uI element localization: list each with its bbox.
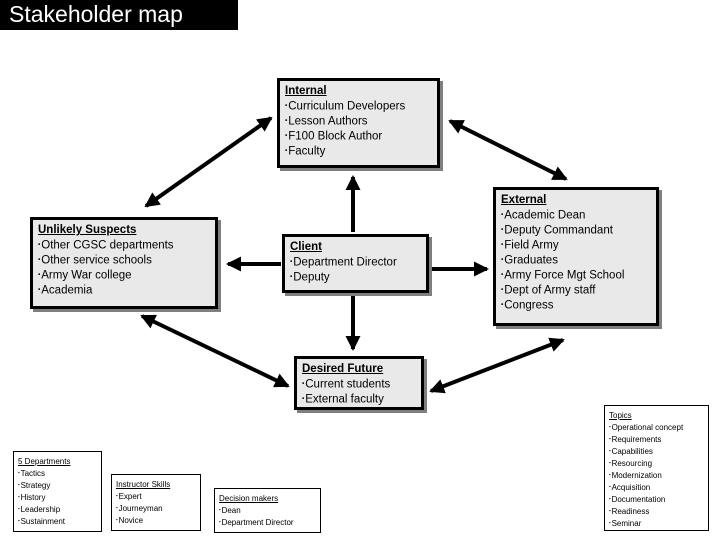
unlikely-suspects-box-title: Unlikely Suspects (38, 224, 137, 236)
bullet-item: Strategy (18, 479, 97, 491)
bullet-item: Other CGSC departments (38, 238, 210, 253)
bullet-item: Tactics (18, 467, 97, 479)
bullet-item: Seminar (609, 517, 704, 529)
bullet-item: Curriculum Developers (285, 99, 432, 114)
connector-unlikely-suspects-to-desired-future (140, 314, 290, 388)
bullet-item: Modernization (609, 469, 704, 481)
connector-unlikely-suspects-to-internal (144, 116, 273, 208)
bullet-item: Novice (116, 514, 196, 526)
topics-box: Topics Operational conceptRequirementsCa… (604, 405, 709, 531)
desired-future-box-title: Desired Future (302, 363, 384, 375)
bullet-item: Army War college (38, 268, 210, 283)
internal-box-title: Internal (285, 85, 327, 97)
bullet-item: Deputy (290, 270, 421, 285)
connector-desired-future-to-external (429, 337, 565, 394)
slide-title-bar: Stakeholder map (0, 0, 238, 30)
bullet-item: Dean (219, 504, 316, 516)
bullet-item: Other service schools (38, 253, 210, 268)
bullet-item: Academic Dean (501, 208, 651, 223)
decision-makers-box: Decision makers DeanDepartment Director (214, 488, 321, 533)
bullet-item: Sustainment (18, 515, 97, 527)
bullet-item: Requirements (609, 433, 704, 445)
five-departments-box-title: 5 Departments (18, 457, 71, 466)
client-box-title: Client (290, 241, 322, 253)
topics-box-list: Operational conceptRequirementsCapabilit… (609, 421, 704, 529)
decision-makers-box-list: DeanDepartment Director (219, 504, 316, 528)
decision-makers-box-title: Decision makers (219, 494, 279, 503)
bullet-item: Documentation (609, 493, 704, 505)
bullet-item: Journeyman (116, 502, 196, 514)
bullet-item: Congress (501, 298, 651, 313)
external-box: External Academic DeanDeputy CommandantF… (493, 187, 659, 326)
instructor-skills-box-title: Instructor Skills (116, 480, 171, 489)
topics-box-title: Topics (609, 411, 632, 420)
bullet-item: Department Director (219, 516, 316, 528)
bullet-item: Field Army (501, 238, 651, 253)
bullet-item: Acquisition (609, 481, 704, 493)
bullet-item: Lesson Authors (285, 114, 432, 129)
bullet-item: Faculty (285, 144, 432, 159)
instructor-skills-box: Instructor Skills ExpertJourneymanNovice (111, 474, 201, 531)
bullet-item: Resourcing (609, 457, 704, 469)
bullet-item: F100 Block Author (285, 129, 432, 144)
bullet-item: Graduates (501, 253, 651, 268)
client-box-list: Department DirectorDeputy (290, 255, 421, 285)
unlikely-suspects-box: Unlikely Suspects Other CGSC departments… (30, 217, 218, 309)
bullet-item: History (18, 491, 97, 503)
external-box-title: External (501, 194, 547, 206)
desired-future-box: Desired Future Current studentsExternal … (294, 356, 424, 410)
bullet-item: Academia (38, 283, 210, 298)
bullet-item: Capabilities (609, 445, 704, 457)
internal-box-list: Curriculum DevelopersLesson AuthorsF100 … (285, 99, 432, 159)
internal-box: Internal Curriculum DevelopersLesson Aut… (277, 78, 440, 168)
five-departments-box: 5 Departments TacticsStrategyHistoryLead… (13, 451, 102, 532)
external-box-list: Academic DeanDeputy CommandantField Army… (501, 208, 651, 314)
unlikely-suspects-box-list: Other CGSC departmentsOther service scho… (38, 238, 210, 298)
bullet-item: Deputy Commandant (501, 223, 651, 238)
bullet-item: Operational concept (609, 421, 704, 433)
bullet-item: Dept of Army staff (501, 283, 651, 298)
desired-future-box-list: Current studentsExternal faculty (302, 377, 416, 407)
slide-title: Stakeholder map (9, 1, 183, 27)
bullet-item: Army Force Mgt School (501, 268, 651, 283)
five-departments-box-list: TacticsStrategyHistoryLeadershipSustainm… (18, 467, 97, 527)
bullet-item: Expert (116, 490, 196, 502)
client-box: Client Department DirectorDeputy (282, 234, 429, 293)
bullet-item: Department Director (290, 255, 421, 270)
bullet-item: External faculty (302, 392, 416, 407)
instructor-skills-box-list: ExpertJourneymanNovice (116, 490, 196, 526)
connector-internal-to-external (448, 119, 568, 181)
bullet-item: Readiness (609, 505, 704, 517)
bullet-item: Leadership (18, 503, 97, 515)
bullet-item: Current students (302, 377, 416, 392)
